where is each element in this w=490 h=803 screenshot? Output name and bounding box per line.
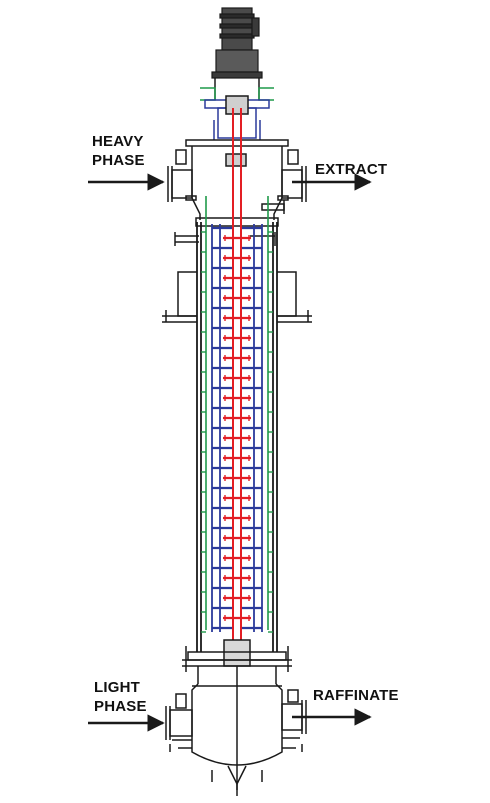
heavy-phase-label-line2: PHASE bbox=[92, 152, 145, 169]
motor-icon bbox=[211, 7, 263, 79]
light-phase-label: LIGHT PHASE bbox=[94, 678, 147, 716]
column-shell bbox=[196, 222, 278, 652]
column-internals bbox=[201, 196, 273, 633]
bottom-settler bbox=[165, 639, 307, 796]
heavy-phase-label-line1: HEAVY bbox=[92, 133, 144, 150]
drive-frame bbox=[200, 78, 274, 140]
heavy-phase-label: HEAVY PHASE bbox=[92, 132, 145, 170]
extract-label: EXTRACT bbox=[315, 161, 388, 178]
support-lugs bbox=[162, 271, 312, 323]
agitator-shaft bbox=[232, 108, 242, 640]
light-phase-label-line1: LIGHT bbox=[94, 679, 140, 696]
raffinate-label: RAFFINATE bbox=[313, 687, 399, 704]
light-phase-label-line2: PHASE bbox=[94, 698, 147, 715]
top-head bbox=[167, 139, 307, 220]
